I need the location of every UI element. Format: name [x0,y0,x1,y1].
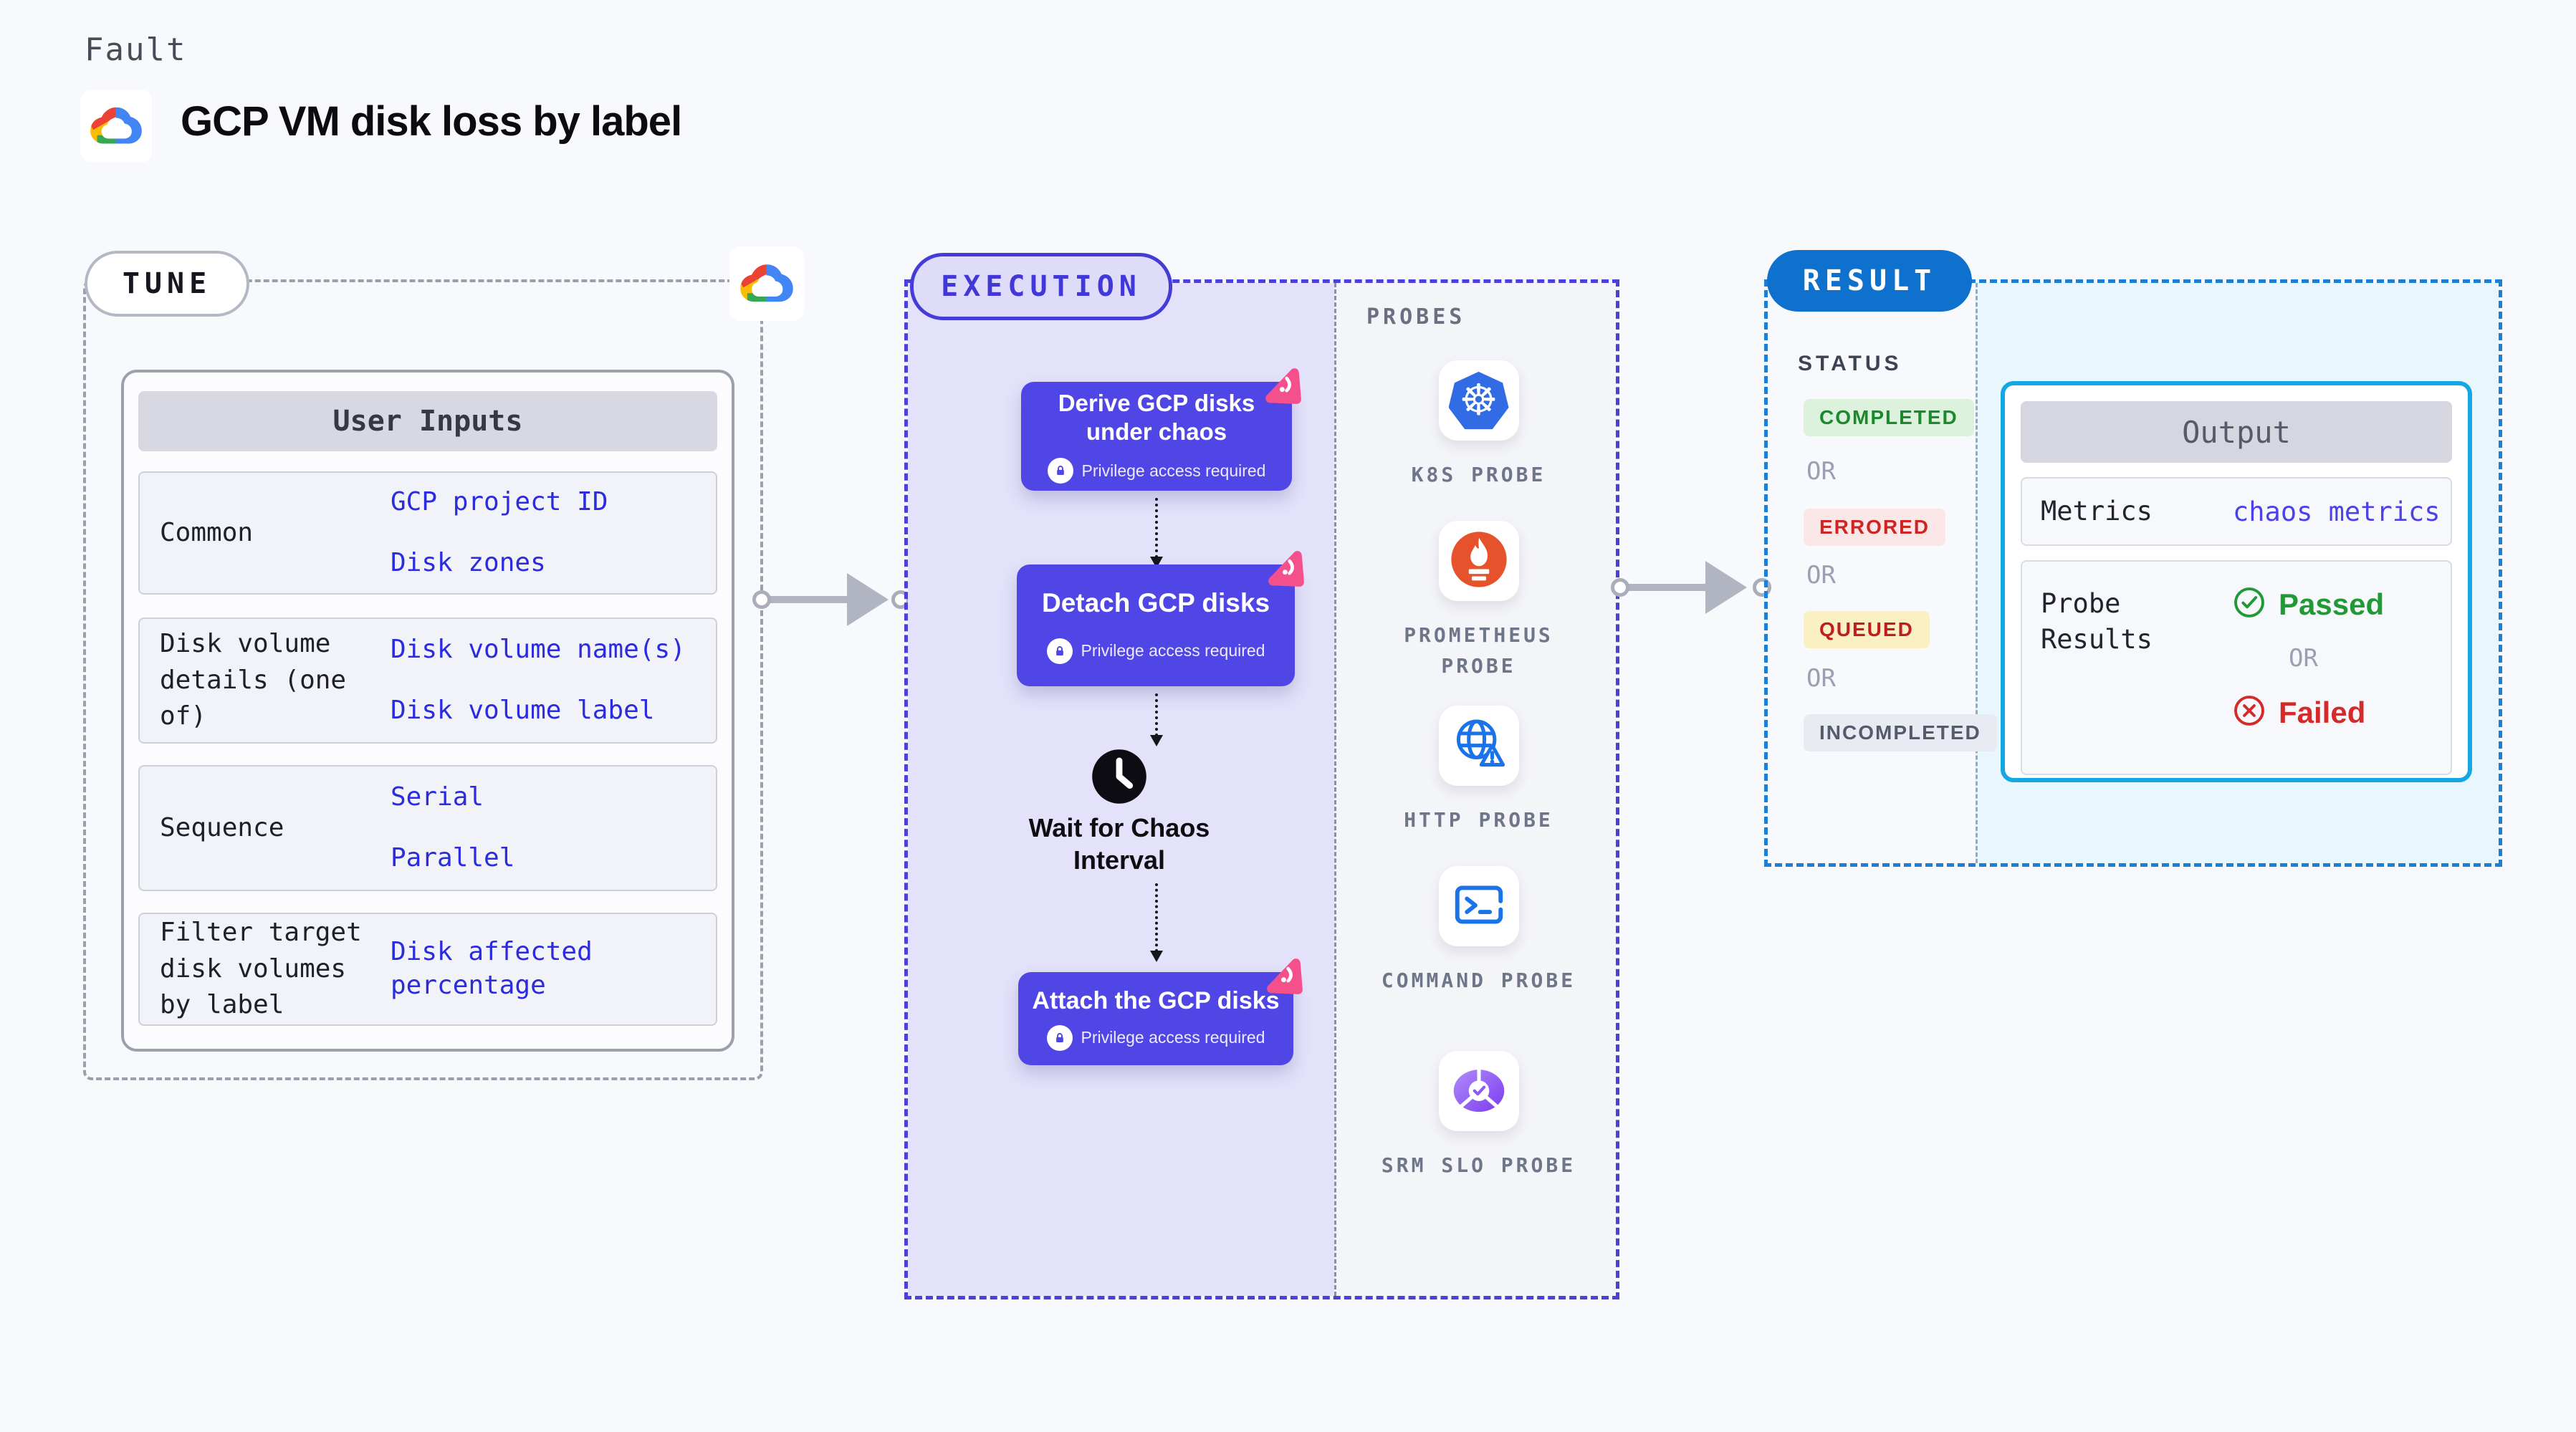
privilege-note: Privilege access required [1081,1028,1265,1047]
probe-command: COMMAND PROBE [1334,866,1623,996]
probe-label: COMMAND PROBE [1381,969,1576,992]
input-row-label: Disk volume details (one of) [160,629,347,731]
probe-tile [1438,1051,1519,1131]
status-badge-errored: ERRORED [1804,509,1946,546]
probe-label: HTTP PROBE [1404,808,1553,832]
gcp-cloud-icon [738,259,795,309]
flow-arrow [1150,693,1163,746]
failed-label: Failed [2279,695,2366,729]
or-label: OR [1806,457,1836,486]
probe-http: HTTP PROBE [1334,706,1623,835]
privilege-note: Privilege access required [1081,641,1265,660]
slo-pie-icon [1449,1059,1509,1123]
probe-tile [1438,706,1519,786]
step-title: Attach the GCP disks [1032,987,1280,1015]
input-row-filter-by-label: Filter target disk volumes by label Disk… [138,913,717,1026]
result-section: RESULT STATUS COMPLETED OR ERRORED OR QU… [1764,250,2502,867]
flow-arrow [1150,498,1163,568]
probe-results-row: Probe Results Passed OR [2021,560,2452,775]
input-value: Disk volume name(s) [391,635,686,665]
gcp-cloud-icon [88,102,144,150]
input-value: Disk affected percentage [391,937,593,1000]
user-inputs-header: User Inputs [138,391,717,451]
litmus-chaos-icon [1266,549,1306,589]
input-row-label: Common [160,517,254,547]
step-detach-gcp-disks: Detach GCP disks Privilege access requir… [1017,551,1304,686]
status-badge-queued: QUEUED [1804,611,1930,648]
input-row-label: Sequence [160,812,284,842]
result-pill: RESULT [1767,250,1972,312]
status-badge-incompleted: INCOMPLETED [1804,714,1997,751]
page-title: GCP VM disk loss by label [181,98,682,145]
check-circle-icon [2233,586,2266,623]
probes-title: PROBES [1366,304,1466,330]
execution-section: EXECUTION Derive GCP disks under chaos P… [904,253,1619,1299]
prometheus-icon [1449,529,1509,593]
step-attach-gcp-disks: Attach the GCP disks Privilege access re… [1018,958,1303,1065]
privilege-note: Privilege access required [1081,461,1266,480]
input-row-sequence: Sequence Serial Parallel [138,765,717,891]
metrics-label: Metrics [2041,496,2153,527]
x-circle-icon [2233,694,2266,731]
probe-results-label: Probe Results [2041,588,2153,655]
input-value: Parallel [391,843,515,873]
execution-pill: EXECUTION [910,253,1172,320]
probe-k8s: ☸ K8S PROBE [1334,360,1623,490]
litmus-chaos-icon [1265,956,1305,996]
clock-icon [1089,746,1149,810]
fault-kicker: Fault [85,32,187,68]
metrics-value: chaos metrics [2233,496,2441,527]
passed-label: Passed [2279,587,2385,621]
probe-tile [1438,521,1519,601]
tune-section: TUNE User Inputs Common GCP project ID D… [83,246,804,1080]
status-badge-completed: COMPLETED [1804,399,1974,436]
kubernetes-icon: ☸ [1448,371,1509,430]
probe-tile [1438,866,1519,946]
input-row-disk-volume-details: Disk volume details (one of) Disk volume… [138,618,717,744]
input-value: Disk volume label [391,696,655,725]
wait-for-chaos-interval-label: Wait for Chaos Interval [1028,813,1210,875]
connector-node [1753,578,1771,597]
http-globe-icon [1449,714,1509,778]
probe-prometheus: PROMETHEUS PROBE [1334,521,1623,682]
probe-label: SRM SLO PROBE [1381,1153,1576,1177]
or-label: OR [1806,664,1836,693]
or-label: OR [1806,561,1836,590]
probe-label: PROMETHEUS PROBE [1404,623,1553,678]
probe-result-passed: Passed [2233,586,2384,623]
execution-to-result-connector [1611,559,1771,616]
input-row-common: Common GCP project ID Disk zones [138,471,717,595]
tune-to-execution-connector [752,571,910,628]
terminal-icon [1449,875,1509,938]
input-value: Disk zones [391,548,546,577]
step-title: Derive GCP disks under chaos [1058,389,1255,445]
user-inputs-card: User Inputs Common GCP project ID Disk z… [121,370,734,1052]
lock-icon [1046,1024,1073,1051]
probe-label: K8S PROBE [1411,463,1546,486]
input-value: GCP project ID [391,487,608,517]
probe-tile: ☸ [1438,360,1519,441]
step-derive-gcp-disks: Derive GCP disks under chaos Privilege a… [1021,368,1301,491]
input-value: Serial [391,782,484,812]
gcp-logo-tile [80,90,152,162]
metrics-row: Metrics chaos metrics [2021,477,2452,546]
litmus-chaos-icon [1263,366,1303,406]
probe-result-failed: Failed [2233,694,2384,731]
lock-icon [1046,638,1073,664]
output-header: Output [2021,401,2452,463]
tune-pill: TUNE [85,251,249,317]
input-row-label: Filter target disk volumes by label [160,918,362,1020]
connector-node [752,590,771,609]
status-title: STATUS [1798,352,1902,375]
step-title: Detach GCP disks [1041,588,1270,618]
flow-arrow [1150,883,1163,962]
probe-srm-slo: SRM SLO PROBE [1334,1051,1623,1181]
or-label: OR [2289,644,2318,673]
gcp-logo-tile-corner [729,246,804,321]
output-card: Output Metrics chaos metrics Probe Resul… [2001,381,2472,782]
lock-icon [1047,458,1073,484]
connector-node [1611,578,1629,597]
